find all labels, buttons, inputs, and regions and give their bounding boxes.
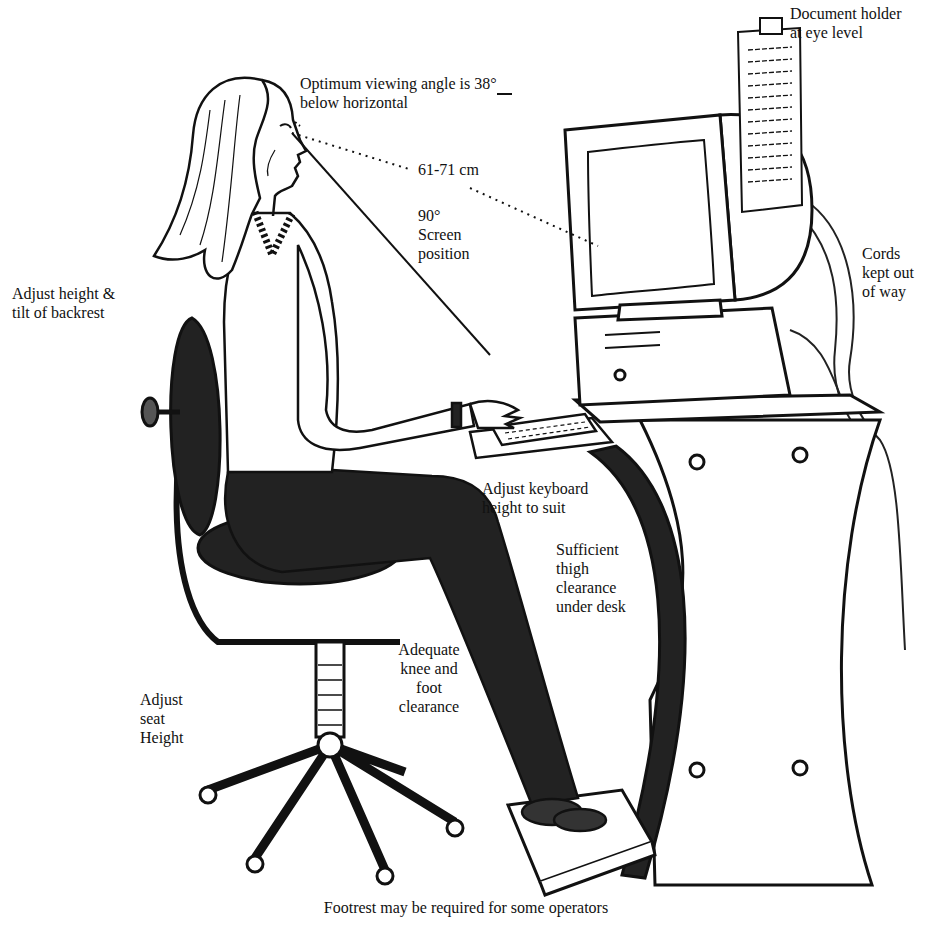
chair-part: [316, 642, 344, 737]
footrest: [508, 790, 655, 895]
operator-figure-part: [255, 212, 292, 255]
operator-figure-part: [554, 809, 606, 831]
monitor-part: [588, 140, 714, 296]
chair-part: [318, 733, 342, 757]
operator-figure-part: [470, 401, 520, 428]
monitor-part: [565, 115, 735, 310]
screen-angle-note: 90° Screen position: [418, 206, 482, 263]
sight-lines-part: [292, 133, 412, 170]
viewing-angle-note: Optimum viewing angle is 38° below horiz…: [300, 74, 500, 112]
thigh-clearance-note: Sufficient thigh clearance under desk: [556, 540, 652, 616]
desk-part: [690, 455, 704, 469]
keyboard-note: Adjust keyboard height to suit: [482, 479, 614, 517]
operator-figure-part: [280, 124, 291, 128]
caption: Footrest may be required for some operat…: [0, 898, 932, 917]
chair-part: [158, 410, 180, 415]
desk-part: [793, 448, 807, 462]
holder-note: Document holder at eye level: [790, 4, 902, 42]
computer-unit: [575, 308, 790, 405]
chair-part: [318, 665, 342, 725]
footrest-part: [540, 842, 655, 895]
sight-lines-part: [470, 188, 598, 246]
chair-part: [200, 787, 216, 803]
document-holder: [738, 18, 802, 212]
monitor-part: [618, 300, 722, 320]
sight-lines: [292, 94, 598, 355]
operator-figure-part: [452, 403, 461, 427]
operator-figure-part: [267, 150, 275, 176]
desk-part: [690, 763, 704, 777]
document-holder-part: [738, 28, 802, 212]
document-holder-part: [748, 47, 792, 182]
operator-figure: [154, 78, 606, 831]
computer-unit-part: [615, 370, 625, 380]
keyboard-tray-part: [505, 422, 590, 439]
cords-note: Cords kept out of way: [862, 244, 928, 301]
distance-dimension: 61-71 cm: [418, 160, 498, 179]
knee-clearance-note: Adequate knee and foot clearance: [386, 640, 472, 716]
operator-figure-part: [180, 95, 240, 262]
operator-figure-part: [154, 78, 268, 279]
chair-part: [208, 745, 455, 870]
sight-lines-part: [295, 122, 300, 126]
seat-height-note: Adjust seat Height: [140, 690, 210, 747]
chair-part: [247, 856, 263, 872]
chair-part: [171, 318, 220, 535]
computer-unit-part: [575, 308, 790, 405]
chair-part: [142, 398, 158, 426]
operator-figure-part: [298, 245, 474, 450]
cords-part: [790, 330, 840, 395]
chair-part: [447, 820, 463, 836]
backrest-note: Adjust height & tilt of backrest: [12, 284, 130, 322]
document-holder-part: [760, 18, 782, 34]
desk-part: [793, 761, 807, 775]
computer-unit-part: [605, 332, 660, 348]
chair-part: [377, 868, 393, 884]
operator-figure-part: [225, 470, 578, 805]
sight-lines-part: [497, 93, 512, 95]
